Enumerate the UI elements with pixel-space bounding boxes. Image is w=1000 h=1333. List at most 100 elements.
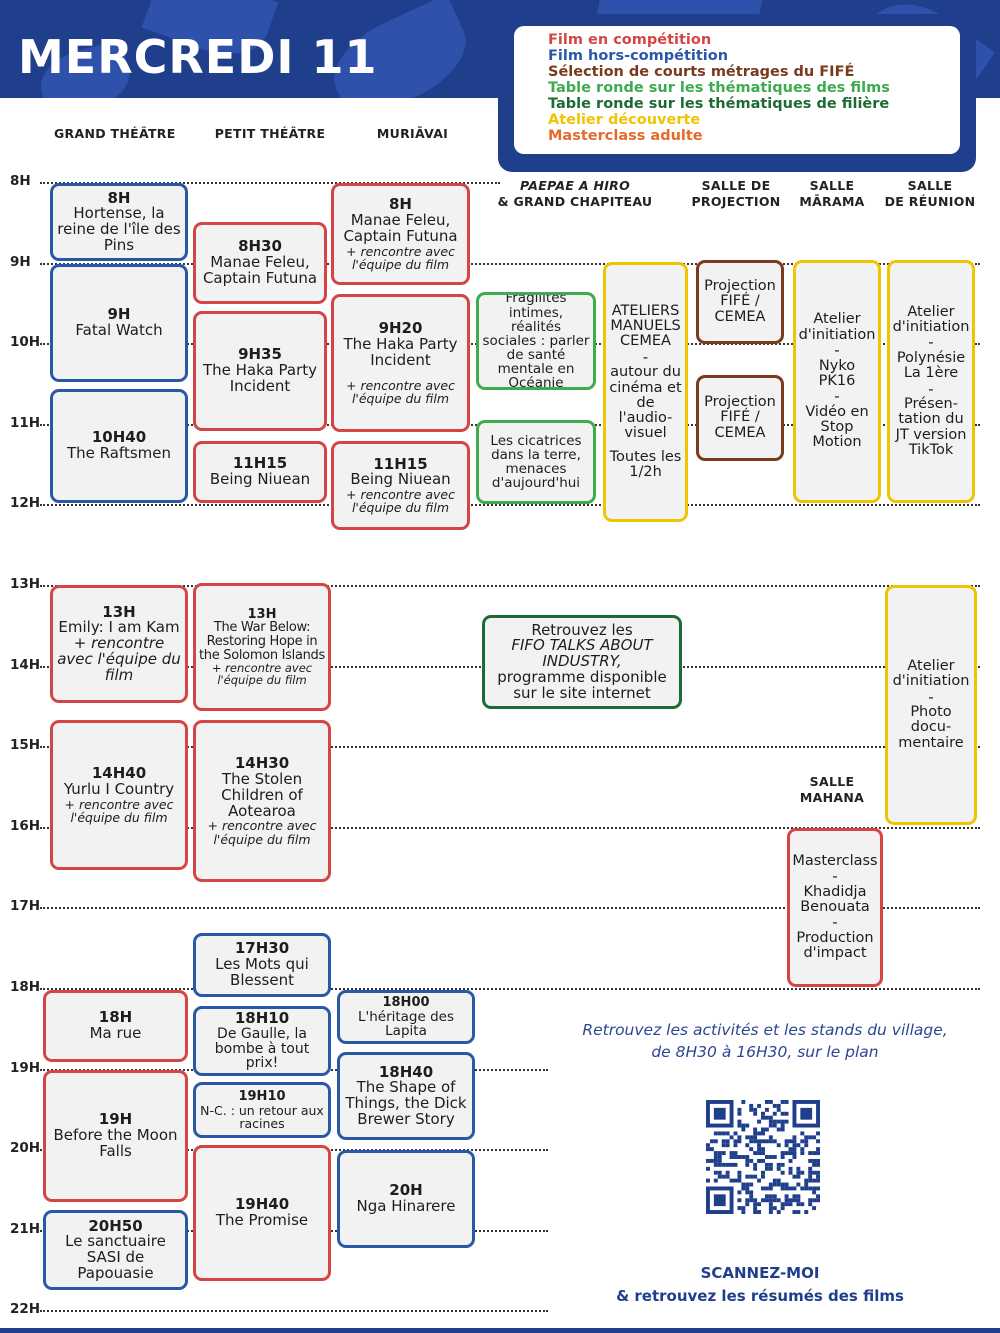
hour-gridline bbox=[40, 585, 980, 587]
hour-gridline bbox=[40, 1310, 548, 1312]
event-time: 20H bbox=[389, 1181, 423, 1200]
event-time: 18H00 bbox=[382, 995, 430, 1010]
hour-label: 22H bbox=[10, 1301, 41, 1317]
event-title: N-C. : un retour aux racines bbox=[200, 1102, 324, 1131]
event-time: 19H10 bbox=[238, 1089, 286, 1105]
scan-line1: SCANNEZ-MOI bbox=[700, 1264, 820, 1282]
hour-label: 9H bbox=[10, 254, 31, 270]
event-time: 18H40 bbox=[378, 1062, 434, 1081]
event-time: 17H30 bbox=[234, 939, 290, 958]
event-card[interactable]: 13H The War Below: Restoring Hope in the… bbox=[193, 583, 331, 711]
venue-paepae-line2: & GRAND CHAPITEAU bbox=[497, 194, 653, 209]
event-card[interactable]: 18H10 De Gaulle, la bombe à tout prix! bbox=[193, 1006, 331, 1076]
event-line: - bbox=[642, 347, 649, 366]
venue-paepae-line1: PAEPAE A HIRO bbox=[519, 178, 631, 193]
event-title: The Promise bbox=[215, 1211, 309, 1229]
event-card[interactable]: 19H10 N-C. : un retour aux racines bbox=[193, 1082, 331, 1138]
event-card[interactable]: 19H40 The Promise bbox=[193, 1145, 331, 1281]
event-title: Manae Feleu, Captain Futuna bbox=[202, 253, 318, 287]
hour-label: 14H bbox=[10, 657, 41, 673]
event-card[interactable]: 10H40 The Raftsmen bbox=[50, 389, 188, 503]
event-title: The War Below: Restoring Hope in the Sol… bbox=[199, 620, 325, 663]
event-title: Nga Hinarere bbox=[356, 1197, 456, 1215]
venue-marama-line2: MĀRAMA bbox=[799, 194, 865, 209]
scan-caption: SCANNEZ-MOI & retrouvez les résumés des … bbox=[560, 1262, 960, 1307]
hour-label: 10H bbox=[10, 334, 41, 350]
hour-label: 15H bbox=[10, 737, 41, 753]
event-subtitle: + rencontre avec l'équipe du film bbox=[346, 243, 455, 272]
event-card[interactable]: Les cicatrices dans la terre, menaces d'… bbox=[476, 420, 596, 504]
event-line: Vidéo en Stop Motion bbox=[805, 403, 869, 451]
hour-label: 19H bbox=[10, 1060, 41, 1076]
event-line: Atelier d'initiation bbox=[798, 311, 876, 343]
qr-code[interactable] bbox=[706, 1100, 820, 1214]
event-card[interactable]: Fragilités intimes, réalités sociales : … bbox=[476, 292, 596, 390]
event-card[interactable]: Projection FIFÉ / CEMEA bbox=[696, 375, 784, 461]
event-line: - bbox=[834, 387, 840, 406]
event-card[interactable]: Retrouvez les FIFO TALKS ABOUT INDUSTRY,… bbox=[482, 615, 682, 709]
legend-item: Film en compétition bbox=[548, 32, 712, 48]
event-time: 8H30 bbox=[238, 237, 282, 256]
event-card[interactable]: 9H35 The Haka Party Incident bbox=[193, 311, 327, 431]
event-title: Emily: I am Kam bbox=[58, 618, 180, 637]
venue-projection-line1: SALLE DE bbox=[701, 178, 771, 193]
hour-label: 21H bbox=[10, 1221, 41, 1237]
event-time: 9H35 bbox=[238, 345, 282, 364]
event-card[interactable]: 13H Emily: I am Kam + rencontre avec l'é… bbox=[50, 585, 188, 703]
event-time: 8H bbox=[389, 195, 412, 214]
event-time: 11H15 bbox=[232, 454, 288, 473]
event-card[interactable]: Atelier d'initiation - Polynésie La 1ère… bbox=[887, 260, 975, 503]
event-line: Polynésie La 1ère bbox=[896, 350, 966, 382]
event-card[interactable]: 19H Before the Moon Falls bbox=[43, 1070, 188, 1202]
event-line: Présen-tation du JT version TikTok bbox=[895, 396, 967, 458]
hour-gridline bbox=[40, 827, 980, 829]
event-line: Production d'impact bbox=[796, 929, 874, 962]
event-card[interactable]: 8H Manae Feleu, Captain Futuna + rencont… bbox=[331, 183, 470, 285]
legend-item: Masterclass adulte bbox=[548, 128, 703, 144]
event-time: 10H40 bbox=[91, 428, 147, 447]
event-card[interactable]: 17H30 Les Mots qui Blessent bbox=[193, 933, 331, 997]
event-card[interactable]: 11H15 Being Niuean bbox=[193, 441, 327, 503]
venue-mahana-line2: MAHANA bbox=[799, 790, 865, 805]
event-card[interactable]: 9H20 The Haka Party Incident + rencontre… bbox=[331, 294, 470, 432]
event-card[interactable]: 14H30 The Stolen Children of Aotearoa + … bbox=[193, 720, 331, 882]
event-card[interactable]: Masterclass - Khadidja Benouata - Produc… bbox=[787, 828, 883, 987]
event-card[interactable]: ATELIERS MANUELS CEMEA - autour du ciném… bbox=[603, 262, 688, 522]
event-title: The Raftsmen bbox=[66, 444, 171, 462]
event-title: Hortense, la reine de l'île des Pins bbox=[57, 204, 181, 254]
event-title: Ma rue bbox=[89, 1024, 142, 1042]
event-title: The Haka Party Incident bbox=[202, 361, 317, 395]
event-card[interactable]: Atelier d'initiation - Photo docu-mentai… bbox=[885, 585, 977, 825]
event-card[interactable]: 11H15 Being Niuean + rencontre avec l'éq… bbox=[331, 441, 470, 530]
venue-reunion: SALLE DE RÉUNION bbox=[882, 178, 978, 210]
event-card[interactable]: 18H40 The Shape of Things, the Dick Brew… bbox=[337, 1052, 475, 1140]
legend-item: Film hors-compétition bbox=[548, 48, 729, 64]
event-title: Projection FIFÉ / CEMEA bbox=[704, 394, 776, 441]
event-line: Atelier d'initiation bbox=[892, 658, 970, 690]
event-card[interactable]: 18H00 L'héritage des Lapita bbox=[337, 990, 475, 1044]
hour-label: 13H bbox=[10, 576, 41, 592]
event-card[interactable]: 8H30 Manae Feleu, Captain Futuna bbox=[193, 222, 327, 304]
event-title: Fragilités intimes, réalités sociales : … bbox=[482, 292, 590, 390]
venue-mahana-line1: SALLE bbox=[809, 774, 855, 789]
event-time: 11H15 bbox=[373, 454, 428, 473]
event-card[interactable]: Atelier d'initiation - Nyko PK16 - Vidéo… bbox=[793, 260, 881, 503]
event-card[interactable]: 9H Fatal Watch bbox=[50, 264, 188, 382]
event-title: The Stolen Children of Aotearoa bbox=[221, 770, 303, 820]
hour-label: 16H bbox=[10, 818, 41, 834]
venue-paepae: PAEPAE A HIRO & GRAND CHAPITEAU bbox=[490, 178, 660, 210]
event-card[interactable]: 14H40 Yurlu I Country + rencontre avec l… bbox=[50, 720, 188, 870]
bottom-bar bbox=[0, 1328, 1000, 1333]
event-card[interactable]: 8H Hortense, la reine de l'île des Pins bbox=[50, 183, 188, 261]
event-line: Nyko PK16 bbox=[818, 357, 856, 389]
event-line: Toutes les 1/2h bbox=[609, 448, 682, 480]
event-card[interactable]: 20H50 Le sanctuaire SASI de Papouasie bbox=[43, 1210, 188, 1290]
event-line: - bbox=[832, 866, 838, 885]
event-card[interactable]: 18H Ma rue bbox=[43, 990, 188, 1062]
event-line: Photo docu-mentaire bbox=[898, 704, 964, 751]
event-card[interactable]: 20H Nga Hinarere bbox=[337, 1150, 475, 1248]
event-card[interactable]: Projection FIFÉ / CEMEA bbox=[696, 260, 784, 344]
venue-grand-theatre: GRAND THÉÂTRE bbox=[54, 126, 176, 141]
event-title: The Shape of Things, the Dick Brewer Sto… bbox=[345, 1078, 467, 1128]
venue-muriavai: MURIĀVAI bbox=[376, 126, 449, 141]
